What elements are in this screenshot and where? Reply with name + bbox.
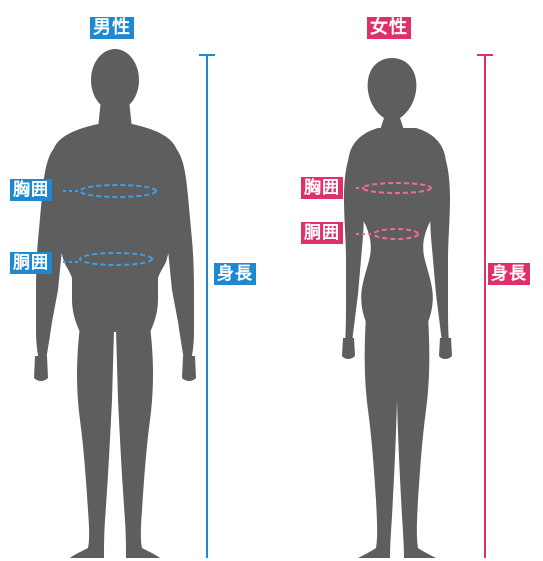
female-chest-label: 胸囲 [301, 177, 343, 199]
female-height-ruler [477, 55, 493, 558]
female-title: 女性 [367, 17, 411, 39]
female-body-silhouette-icon [342, 58, 452, 558]
female-waist-label: 胴囲 [301, 222, 343, 244]
male-title: 男性 [90, 17, 134, 39]
male-chest-label: 胸囲 [10, 179, 52, 201]
male-height-label: 身長 [214, 263, 256, 285]
female-height-label: 身長 [488, 263, 530, 285]
male-height-ruler [199, 55, 215, 558]
male-waist-label: 胴囲 [10, 252, 52, 274]
male-body-silhouette-icon [34, 49, 196, 558]
